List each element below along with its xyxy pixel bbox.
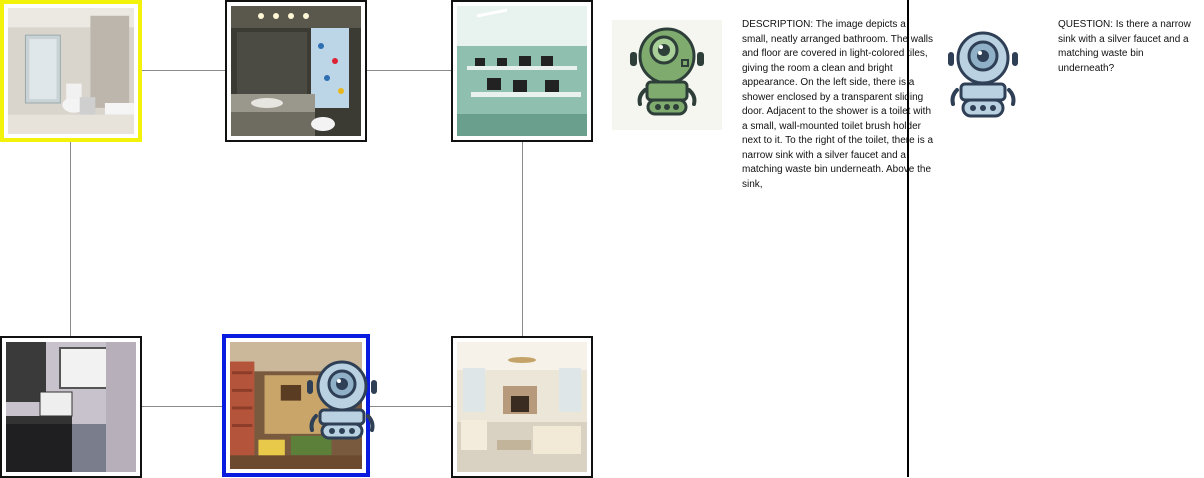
description-text: DESCRIPTION: The image depicts a small, …	[742, 19, 934, 190]
green-robot-icon	[630, 27, 704, 116]
scene-image-computer-lab	[457, 6, 587, 136]
panel-divider	[907, 0, 909, 477]
graph-node-bathroom-sink[interactable]	[225, 0, 367, 142]
graph-node-computer-lab[interactable]	[451, 0, 593, 142]
describer-avatar-card	[612, 20, 722, 130]
scene-image-bathroom-shower	[8, 8, 134, 134]
edge-n1-n4	[70, 142, 71, 338]
graph-node-kitchen[interactable]	[0, 336, 142, 478]
blue-robot-icon	[947, 30, 1019, 120]
edge-n2-n3	[367, 70, 453, 71]
scene-image-kitchen	[6, 342, 136, 472]
edge-n3-n6	[522, 142, 523, 338]
agent-robot-icon	[306, 360, 378, 440]
edge-n1-n2	[142, 70, 226, 71]
question-text: QUESTION: Is there a narrow sink with a …	[1058, 19, 1191, 74]
graph-node-bathroom-shower[interactable]	[0, 0, 142, 142]
edge-n5-n6	[367, 406, 453, 407]
graph-node-bright-living-room[interactable]	[451, 336, 593, 478]
edge-n4-n5	[142, 406, 226, 407]
scene-image-bright-living-room	[457, 342, 587, 472]
scene-image-bathroom-sink	[231, 6, 361, 136]
